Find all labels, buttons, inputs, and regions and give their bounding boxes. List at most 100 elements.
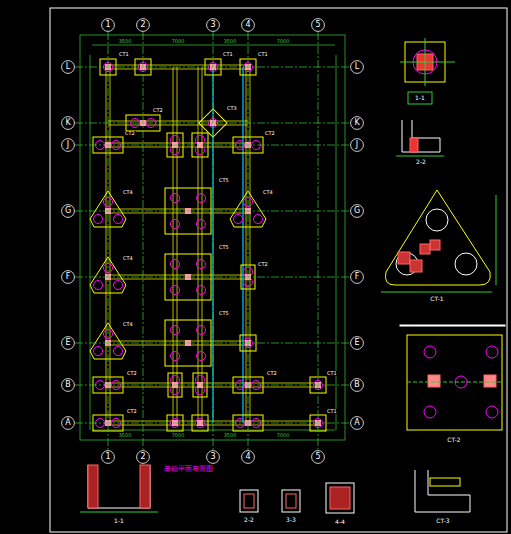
cap-tag: CT2 xyxy=(264,131,276,136)
cap-tag: CT4 xyxy=(122,256,134,261)
cap-tag: CT2 xyxy=(266,371,278,376)
axis-line xyxy=(75,145,350,146)
axis-label: J xyxy=(61,138,75,152)
dimension-text: 3500 xyxy=(223,39,238,44)
pile-circle xyxy=(114,215,123,224)
axis-bubble: 4 xyxy=(241,18,255,32)
axis-label: B xyxy=(350,378,364,392)
detail-title: CT-2 xyxy=(446,437,461,443)
axis-label: L xyxy=(350,60,364,74)
axis-bubble: A xyxy=(350,416,364,430)
axis-bubble-circle xyxy=(137,451,150,464)
pile-circle xyxy=(197,194,206,203)
detail-2-2 xyxy=(396,120,444,156)
axis-label: 3 xyxy=(206,18,220,32)
beam-line xyxy=(108,209,248,210)
dimension-text: 7000 xyxy=(171,39,186,44)
dimension-text: 7000 xyxy=(276,39,291,44)
cap-tag: CT1 xyxy=(222,52,234,57)
axis-bubble: G xyxy=(350,204,364,218)
beam-line xyxy=(108,125,248,126)
axis-label: 5 xyxy=(311,18,325,32)
axis-bubble-circle xyxy=(242,19,255,32)
axis-bubble: B xyxy=(61,378,75,392)
pile-circle xyxy=(254,215,263,224)
cap-tag: CT1 xyxy=(118,52,130,57)
axis-bubble-circle xyxy=(312,451,325,464)
cap-tag: CT2 xyxy=(126,371,138,376)
dimension-text: 3500 xyxy=(118,39,133,44)
axis-label: J xyxy=(350,138,364,152)
axis-label: 2 xyxy=(136,450,150,464)
pile-circle xyxy=(171,326,180,335)
axis-bubble-circle xyxy=(242,451,255,464)
beam-line xyxy=(108,279,248,280)
axis-bubble: 1 xyxy=(101,450,115,464)
axis-bubble-circle xyxy=(62,139,75,152)
axis-line xyxy=(248,32,249,450)
pile-circle xyxy=(171,220,180,229)
pile-circle xyxy=(94,347,103,356)
axis-bubble-circle xyxy=(62,117,75,130)
axis-label: 4 xyxy=(241,18,255,32)
drawing-title: 基础平面布置图 xyxy=(163,466,214,473)
axis-label: E xyxy=(61,336,75,350)
axis-bubble-circle xyxy=(62,337,75,350)
axis-bubble-circle xyxy=(62,379,75,392)
detail-title: 2-2 xyxy=(415,159,427,165)
beam-line xyxy=(108,65,248,66)
dimension-text: 7000 xyxy=(276,433,291,438)
axis-label: E xyxy=(350,336,364,350)
pile-circle xyxy=(234,215,243,224)
sheet-frame xyxy=(50,8,507,532)
axis-bubble: L xyxy=(61,60,75,74)
beam-line xyxy=(198,67,199,423)
detail-title: CT-1 xyxy=(429,296,444,302)
pile-caps xyxy=(90,59,326,431)
dimension-text: 3500 xyxy=(118,433,133,438)
axis-bubble: J xyxy=(61,138,75,152)
axis-label: A xyxy=(61,416,75,430)
bottom-sections xyxy=(80,465,470,513)
beam-line xyxy=(173,67,174,423)
detail-title: 1-1 xyxy=(414,95,426,101)
cap-tag: CT4 xyxy=(122,190,134,195)
section-title: 4-4 xyxy=(334,519,346,525)
axis-line xyxy=(318,32,319,450)
section-title: CT-3 xyxy=(435,518,450,524)
axis-line xyxy=(75,343,350,344)
beam-line xyxy=(108,341,248,342)
cap-tag: CT5 xyxy=(218,178,230,183)
cap-tag: CT1 xyxy=(326,409,338,414)
axis-bubble-circle xyxy=(351,379,364,392)
axis-bubble-circle xyxy=(137,19,150,32)
pile-circle xyxy=(171,352,180,361)
axis-bubble-circle xyxy=(351,337,364,350)
dimension-text: 3500 xyxy=(223,433,238,438)
axis-bubble: J xyxy=(350,138,364,152)
pile-circle xyxy=(94,281,103,290)
axis-bubble: 1 xyxy=(101,18,115,32)
beam-line xyxy=(106,67,107,423)
cap-tag: CT3 xyxy=(226,106,238,111)
axis-bubble-circle xyxy=(102,451,115,464)
axis-bubble: F xyxy=(350,270,364,284)
axis-bubble: E xyxy=(61,336,75,350)
axis-bubble-circle xyxy=(312,19,325,32)
cap-tag: CT4 xyxy=(122,322,134,327)
pile-circle xyxy=(94,215,103,224)
section-title: 3-3 xyxy=(285,517,297,523)
cap-tag: CT5 xyxy=(218,311,230,316)
axis-label: 3 xyxy=(206,450,220,464)
axis-bubble-circle xyxy=(351,61,364,74)
axis-bubble: K xyxy=(61,116,75,130)
detail-ct-1 xyxy=(381,190,496,292)
axis-label: K xyxy=(350,116,364,130)
axis-bubble-circle xyxy=(207,451,220,464)
pile-circle xyxy=(114,347,123,356)
axis-bubble: L xyxy=(350,60,364,74)
section-title: 1-1 xyxy=(113,518,125,524)
axis-bubble: 2 xyxy=(136,450,150,464)
